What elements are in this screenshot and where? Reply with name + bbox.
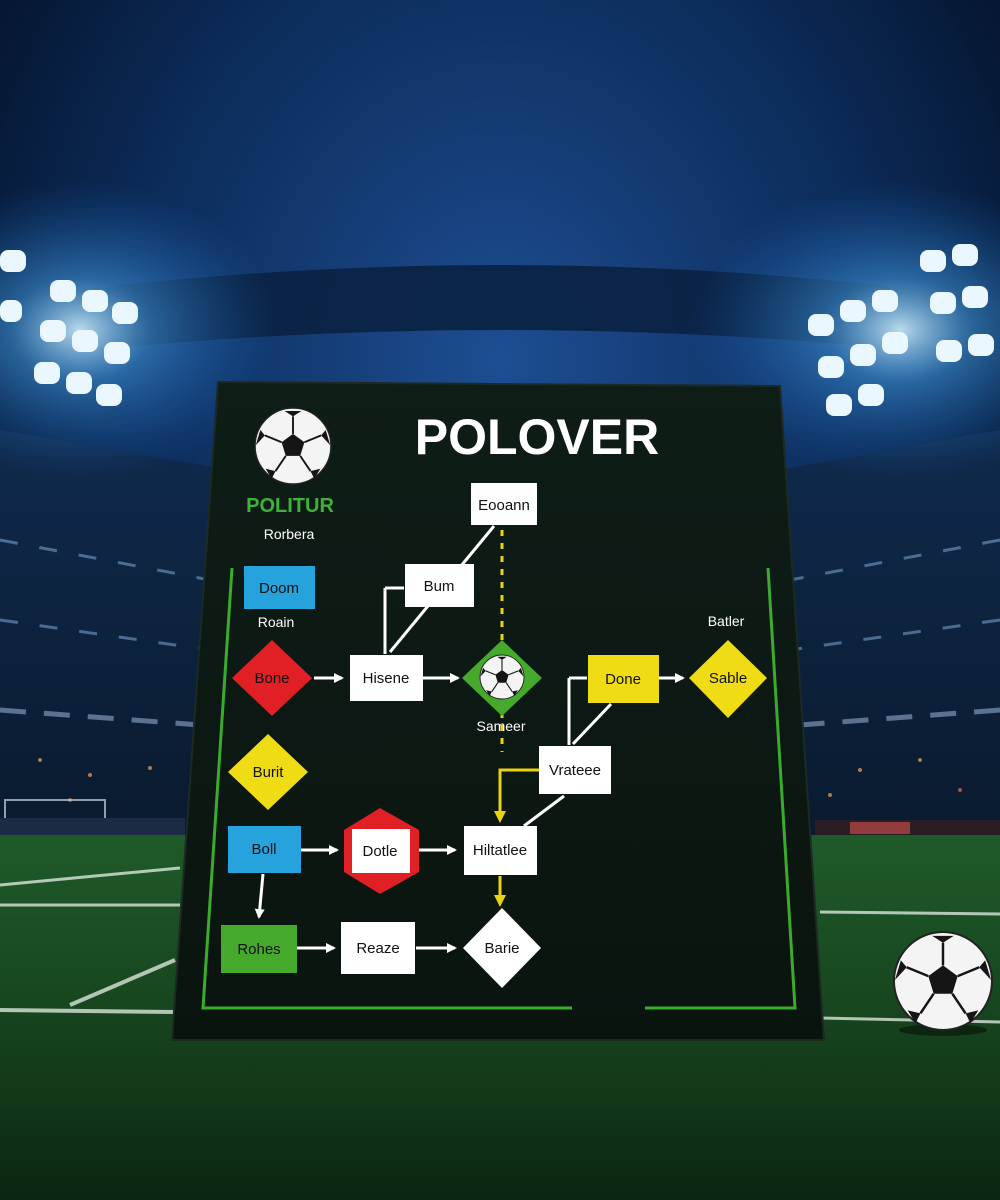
node-doom: Doom bbox=[244, 566, 315, 609]
node-vrateee: Vrateee bbox=[539, 746, 611, 794]
brand-ball-icon bbox=[255, 408, 331, 484]
node-ball-decision bbox=[462, 640, 542, 716]
node-hisene: Hisene bbox=[350, 655, 423, 701]
node-reaze: Reaze bbox=[341, 922, 415, 974]
ad-board-left bbox=[0, 818, 185, 836]
svg-text:Sable: Sable bbox=[709, 670, 747, 687]
svg-text:Hiltatlee: Hiltatlee bbox=[473, 842, 527, 859]
pitch-lines bbox=[0, 866, 1000, 1024]
node-bum: Bum bbox=[405, 564, 474, 607]
board-brand: POLITUR bbox=[246, 495, 334, 517]
node-done: Done bbox=[588, 655, 659, 703]
svg-text:Bum: Bum bbox=[424, 578, 455, 595]
node-barie: Barie bbox=[463, 908, 541, 988]
svg-text:Dotle: Dotle bbox=[362, 843, 397, 860]
svg-text:Doom: Doom bbox=[259, 580, 299, 597]
svg-text:Reaze: Reaze bbox=[356, 940, 399, 957]
svg-text:Eooann: Eooann bbox=[478, 497, 530, 514]
node-bone: Bone bbox=[232, 640, 312, 716]
node-rohes: Rohes bbox=[221, 925, 297, 973]
floodlight-left bbox=[0, 180, 280, 480]
svg-text:Burit: Burit bbox=[253, 764, 285, 781]
soccer-ball-icon bbox=[894, 932, 992, 1036]
svg-text:Rohes: Rohes bbox=[237, 941, 280, 958]
stands-left bbox=[0, 430, 230, 840]
yellow-connectors bbox=[494, 530, 540, 907]
node-hiltatlee: Hiltatlee bbox=[464, 826, 537, 875]
board-border-left bbox=[201, 567, 572, 1010]
goal-left bbox=[4, 799, 106, 818]
label-sameer: Sameer bbox=[476, 718, 525, 734]
node-boll: Boll bbox=[228, 826, 301, 873]
node-sable: Sable bbox=[689, 640, 767, 718]
board-title: POLOVER bbox=[415, 409, 659, 465]
board-border-right bbox=[645, 567, 797, 1010]
stand-stripes bbox=[0, 538, 1000, 728]
svg-text:Done: Done bbox=[605, 671, 641, 688]
svg-text:Barie: Barie bbox=[484, 940, 519, 957]
stands-right bbox=[780, 430, 1000, 840]
soccer-ball-icon bbox=[480, 655, 524, 699]
node-burit: Burit bbox=[228, 734, 308, 810]
node-eooann: Eooann bbox=[471, 483, 537, 525]
svg-text:Hisene: Hisene bbox=[363, 670, 410, 687]
label-roain: Roain bbox=[258, 614, 295, 630]
svg-text:Bone: Bone bbox=[254, 670, 289, 687]
board-subtitle: Rorbera bbox=[264, 526, 315, 542]
svg-text:Boll: Boll bbox=[251, 841, 276, 858]
label-batler: Batler bbox=[708, 613, 745, 629]
svg-text:Vrateee: Vrateee bbox=[549, 762, 601, 779]
node-dotle: Dotle bbox=[344, 808, 419, 894]
